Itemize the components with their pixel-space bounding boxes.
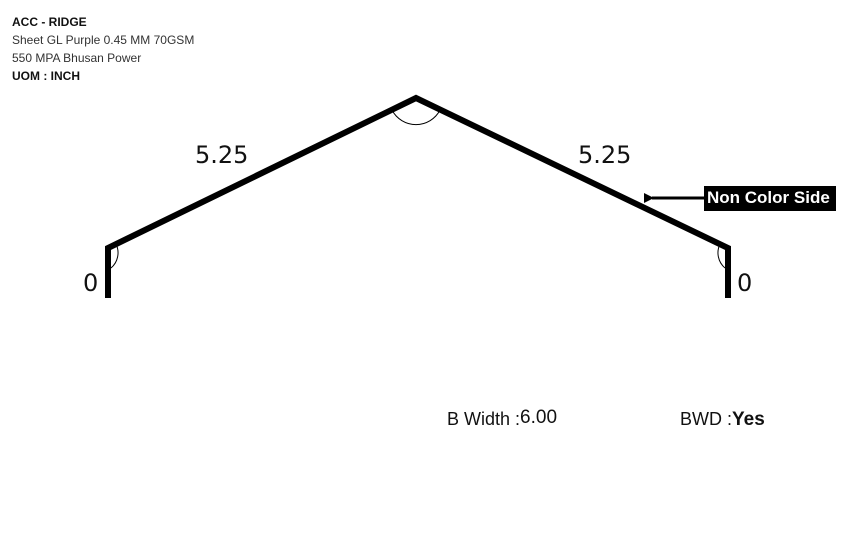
- bwd-field: BWD :Yes: [680, 409, 765, 431]
- bwidth-value: 6.00: [520, 407, 558, 428]
- left-segment-length: 5.25: [195, 141, 248, 169]
- non-color-side-label: Non Color Side: [704, 186, 836, 211]
- right-segment-length: 5.25: [578, 141, 631, 169]
- right-end-length: 0: [737, 269, 752, 297]
- left-angle-arc: [110, 243, 119, 269]
- profile-line: [105, 94, 731, 298]
- material-spec: 550 MPA Bhusan Power: [12, 51, 142, 65]
- profile-title: ACC - RIDGE: [12, 15, 87, 29]
- bwidth-field: B Width :6.00: [447, 407, 558, 431]
- bwd-value: Yes: [732, 409, 765, 430]
- apex-angle-arc: [391, 109, 441, 126]
- uom-label: UOM : INCH: [12, 69, 80, 83]
- header-block: ACC - RIDGE Sheet GL Purple 0.45 MM 70GS…: [12, 13, 194, 85]
- left-end-length: 0: [83, 269, 98, 297]
- bwidth-label: B Width :: [447, 409, 521, 429]
- sheet-spec: Sheet GL Purple 0.45 MM 70GSM: [12, 33, 195, 47]
- bwd-label: BWD :: [680, 409, 732, 429]
- right-angle-arc: [717, 243, 726, 269]
